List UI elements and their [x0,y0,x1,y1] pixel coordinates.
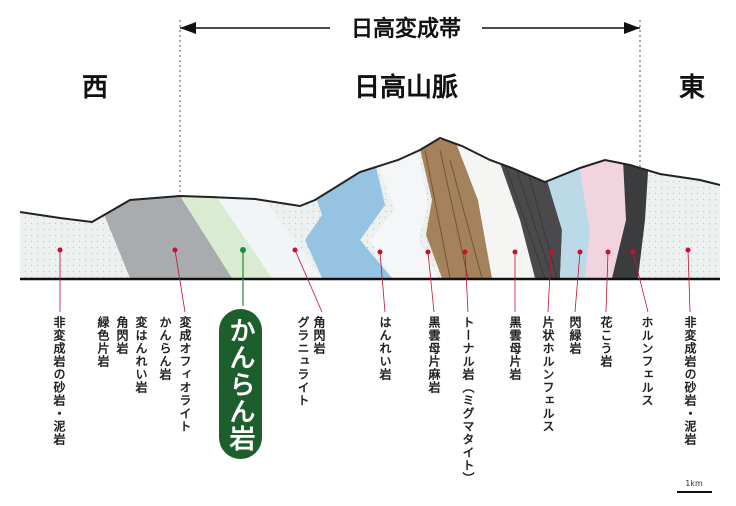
layer-hornfels [612,140,650,278]
label-schistose-hornfels: 片状ホルンフェルス [541,316,555,433]
rock-layers [20,138,720,278]
label-ophiolite: 変成オフィオライト [178,316,192,433]
label-amphibolite-b: 角閃岩 [312,316,326,355]
layer-tonalite [418,140,492,278]
label-biotite-gneiss: 黒雲母片麻岩 [427,316,441,394]
layer-ophiolite [90,180,232,278]
layer-biotite-gneiss [370,150,438,278]
layer-granite [575,140,626,278]
label-kanran-small: かんらん岩 [158,316,172,381]
west-label: 西 [82,73,108,103]
east-label: 東 [679,73,705,103]
band-title: 日高変成帯 [351,16,461,42]
label-meta-gabbro: 変はんれい岩 [134,316,148,394]
label-tonalite: トーナル岩（ミグマタイト） [461,316,475,485]
label-schist: 緑色片岩 [96,316,110,368]
label-nonmeta-west: 非変成岩の砂岩・泥岩 [52,316,66,446]
label-nonmeta-east: 非変成岩の砂岩・泥岩 [683,316,697,446]
label-granulite: グラニュライト [296,316,310,407]
label-diorite: 閃緑岩 [568,316,582,355]
label-amphibolite-a: 角閃岩 [115,316,129,355]
highlight-peridotite: かんらん岩 [219,309,262,459]
label-granite: 花こう岩 [599,316,613,368]
layer-biotite-schist [455,140,535,278]
layer-granulite [205,180,322,278]
label-biotite-schist: 黒雲母片岩 [508,316,522,381]
scale-label: 1km [685,479,703,488]
range-title: 日高山脈 [354,72,458,103]
label-gabbro: はんれい岩 [378,316,392,381]
band-arrow-right-head [624,22,640,34]
band-title-bg [330,14,482,42]
layer-peridotite [170,180,272,278]
band-arrow-left-head [180,22,196,34]
label-hornfels: ホルンフェルス [640,316,654,407]
mountain-outline [19,136,721,224]
